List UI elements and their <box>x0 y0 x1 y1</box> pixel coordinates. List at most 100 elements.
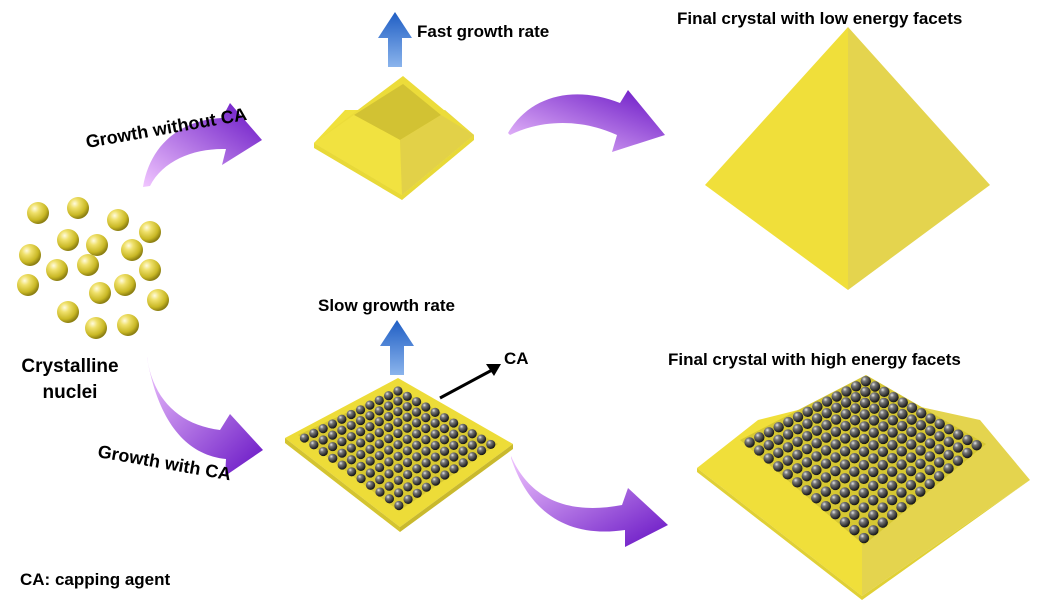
capping-agent-sphere <box>458 423 468 433</box>
capping-agent-sphere <box>878 421 889 432</box>
capping-agent-sphere <box>792 411 804 423</box>
capping-agent-sphere <box>934 431 945 442</box>
capping-agent-sphere <box>859 421 870 432</box>
capping-agent-sphere <box>877 502 888 513</box>
capping-agent-sphere <box>365 480 376 490</box>
capping-agent-sphere <box>402 391 412 401</box>
capping-agent-sphere <box>412 488 422 498</box>
capping-agent-sphere <box>411 407 422 417</box>
capping-agent-sphere <box>365 411 375 421</box>
capping-agent-sphere <box>924 451 936 462</box>
capping-agent-sphere <box>421 446 431 456</box>
capping-agent-sphere <box>476 445 487 456</box>
capping-agent-sphere <box>821 396 833 407</box>
gold-nucleus-sphere <box>85 317 107 339</box>
capping-agent-sphere <box>384 481 394 491</box>
gold-nucleus-sphere <box>117 314 139 336</box>
capping-agent-sphere <box>860 386 871 398</box>
capping-agent-sphere <box>411 418 422 428</box>
gold-nucleus-sphere <box>77 254 99 276</box>
capping-agent-sphere <box>869 403 880 414</box>
capping-agent-sphere <box>905 494 917 505</box>
capping-agent-sphere <box>812 401 823 412</box>
final-high-label: Final crystal with high energy facets <box>668 350 961 369</box>
capping-agent-sphere <box>924 464 935 476</box>
capping-agent-sphere <box>773 447 784 459</box>
capping-agent-sphere <box>393 440 403 450</box>
capping-agent-sphere <box>346 431 356 442</box>
capping-agent-sphere <box>878 397 890 409</box>
capping-agent-sphere <box>820 472 832 483</box>
capping-agent-sphere <box>879 386 890 398</box>
capping-agent-sphere <box>763 453 774 464</box>
capping-agent-sphere <box>763 427 775 438</box>
capping-agent-sphere <box>355 405 366 415</box>
capping-agent-sphere <box>365 444 375 454</box>
capping-agent-sphere <box>356 461 366 471</box>
capping-agent-sphere <box>801 457 813 468</box>
legend-text: CA: capping agent <box>20 570 171 589</box>
capping-agent-sphere <box>402 402 412 412</box>
capping-agent-sphere <box>337 425 347 435</box>
capping-agent-sphere <box>850 403 861 414</box>
capping-agent-sphere <box>868 440 879 451</box>
gold-nucleus-sphere <box>89 282 111 304</box>
capping-agent-sphere <box>374 439 384 449</box>
capping-agent-sphere <box>830 414 842 425</box>
capping-agent-sphere <box>782 455 793 466</box>
capping-agent-sphere <box>877 517 888 528</box>
capping-agent-sphere <box>337 414 347 424</box>
capping-agent-sphere <box>801 470 813 482</box>
gold-nucleus-sphere <box>19 244 41 266</box>
capping-agent-sphere <box>849 466 860 477</box>
capping-agent-sphere <box>858 487 869 499</box>
capping-agent-sphere <box>431 476 441 486</box>
capping-agent-sphere <box>858 473 869 484</box>
capping-agent-sphere <box>393 451 403 461</box>
capping-agent-sphere <box>402 434 412 444</box>
capping-agent-sphere <box>943 424 955 435</box>
capping-agent-sphere <box>896 446 907 457</box>
gold-nucleus-sphere <box>147 289 169 311</box>
capping-agent-sphere <box>744 437 755 448</box>
gold-nucleus-sphere <box>57 301 79 323</box>
capping-agent-sphere <box>811 464 822 476</box>
capping-agent-sphere <box>383 412 394 422</box>
capping-agent-sphere <box>402 423 412 433</box>
capping-agent-sphere <box>365 422 375 432</box>
capping-agent-sphere <box>792 436 803 447</box>
slow-growth-arrow <box>380 320 414 375</box>
capping-agent-sphere <box>849 415 861 426</box>
ca-pointer-line <box>439 367 495 400</box>
capping-agent-sphere <box>374 406 384 416</box>
capping-agent-sphere <box>906 439 917 450</box>
gold-nucleus-sphere <box>139 259 161 281</box>
capping-agent-sphere <box>393 386 403 396</box>
fast-growth-arrow <box>378 12 412 67</box>
capping-agent-sphere <box>877 446 889 457</box>
capping-agent-sphere <box>318 424 328 434</box>
capping-agent-sphere <box>309 428 319 438</box>
capping-agent-sphere <box>925 413 936 424</box>
capping-agent-sphere <box>439 435 450 445</box>
nuclei-label-line1: Crystalline <box>21 356 118 377</box>
capping-agent-sphere <box>394 488 404 498</box>
final-low-label: Final crystal with low energy facets <box>677 9 962 28</box>
capping-agent-sphere <box>476 434 487 444</box>
capping-agent-sphere <box>858 433 870 445</box>
capping-agent-sphere <box>850 391 861 403</box>
capping-agent-sphere <box>430 464 441 474</box>
capping-agent-sphere <box>309 440 319 450</box>
capping-agent-sphere <box>953 429 964 440</box>
capping-agent-sphere <box>858 532 870 544</box>
capping-agent-sphere <box>394 500 404 511</box>
gold-nucleus-sphere <box>107 209 129 231</box>
capping-agent-sphere <box>858 446 870 457</box>
capping-agent-sphere <box>365 456 375 466</box>
final-truncated-pyramid-high-energy <box>697 375 1030 600</box>
capping-agent-sphere <box>801 443 813 455</box>
capping-agent-sphere <box>886 466 898 477</box>
capping-agent-sphere <box>458 458 468 468</box>
capping-agent-sphere <box>849 480 860 491</box>
